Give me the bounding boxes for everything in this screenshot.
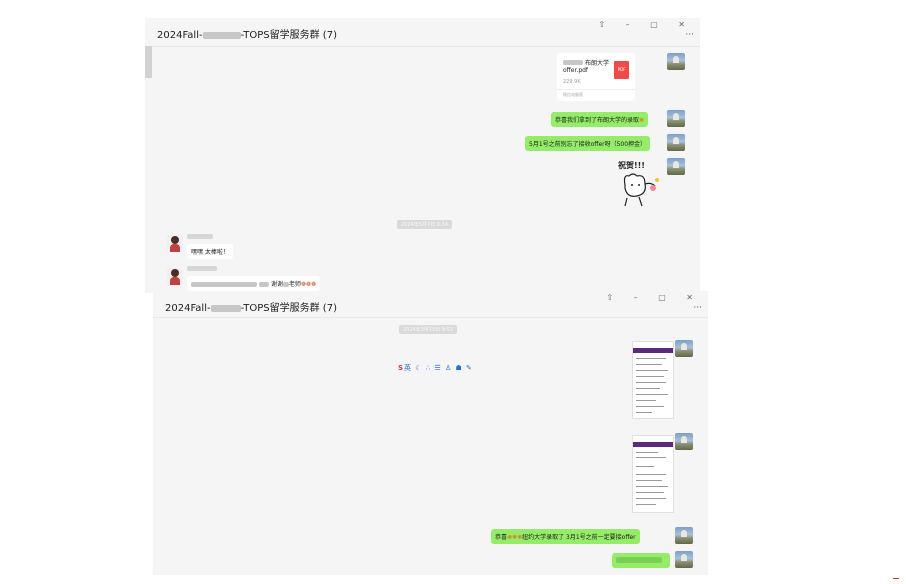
sender-name [187, 266, 217, 271]
message-bubble: 恭喜我们拿到了布朗大学的录取✺ [551, 112, 649, 127]
doc-header [633, 442, 673, 447]
message-bubble [612, 553, 670, 568]
avatar[interactable] [675, 551, 693, 568]
redacted-name [202, 31, 241, 39]
titlebar: 2024Fall--TOPS留学服务群 (7) ⇧ – ▢ ✕ ··· [153, 291, 708, 318]
avatar[interactable] [667, 134, 685, 151]
cat-sticker[interactable]: 祝贺!!! [615, 160, 665, 210]
sender-name [187, 234, 213, 239]
chat-title: 2024Fall--TOPS留学服务群 (7) [165, 303, 337, 314]
redacted-name [210, 304, 241, 312]
cursor-mark [893, 578, 899, 579]
avatar[interactable] [675, 340, 693, 357]
avatar[interactable] [667, 158, 685, 175]
image-message[interactable] [632, 341, 674, 419]
avatar[interactable] [667, 53, 685, 70]
more-menu-icon[interactable]: ··· [693, 303, 702, 313]
titlebar: 2024Fall--TOPS留学服务群 (7) ⇧ – ▢ ✕ ··· [145, 18, 700, 47]
message-bubble: 谢谢老师❁❁❁ [187, 276, 321, 291]
avatar[interactable] [167, 235, 183, 252]
file-source: 微信电脑版 [563, 92, 583, 97]
file-size: 229.9K [563, 79, 581, 85]
cat-icon [623, 173, 659, 207]
doc-header [633, 348, 673, 353]
pdf-icon: PDF [614, 61, 629, 79]
redacted-text [191, 282, 257, 287]
window-controls[interactable]: ⇧ – ▢ ✕ [606, 293, 702, 302]
chat-title: 2024Fall--TOPS留学服务群 (7) [157, 30, 337, 41]
timestamp: 2024年3月15日 9:52 [399, 325, 458, 334]
more-menu-icon[interactable]: ··· [685, 30, 694, 40]
redacted-text [259, 282, 269, 287]
redacted-text [616, 556, 662, 563]
sogou-icon[interactable]: S [398, 364, 405, 372]
timestamp: 2024年5月7日 9:34 [397, 220, 452, 229]
redacted-text [283, 282, 290, 287]
window-controls[interactable]: ⇧ – ▢ ✕ [598, 20, 694, 29]
avatar[interactable] [167, 268, 183, 285]
image-message[interactable] [632, 435, 674, 513]
avatar[interactable] [667, 110, 685, 127]
message-bubble: 恭喜✺✺✺纽约大学录取了 3月1号之前一定要接offer [491, 529, 640, 544]
firecracker-emoji: ✺✺✺ [507, 534, 523, 541]
rose-emoji: ❁❁❁ [301, 281, 317, 288]
input-toolbar[interactable]: S英 ☾ ∴ ☰ ♙ ☗ ✎ [398, 364, 473, 372]
message-bubble: 5月1号之前别忘了接收offer呀（500押金） [525, 136, 651, 151]
redacted-filename [563, 60, 583, 65]
avatar[interactable] [675, 527, 693, 544]
file-card[interactable]: 布朗大学 offer.pdf 229.9K PDF 微信电脑版 [557, 53, 635, 101]
chat-window-brown: 2024Fall--TOPS留学服务群 (7) ⇧ – ▢ ✕ ··· 布朗大学… [145, 18, 700, 293]
message-bubble: 嘿嘿 太棒啦！ [187, 244, 233, 259]
firecracker-emoji: ✺ [639, 117, 645, 124]
avatar[interactable] [675, 433, 693, 450]
scrollbar[interactable] [145, 46, 152, 78]
chat-window-nyu: 2024Fall--TOPS留学服务群 (7) ⇧ – ▢ ✕ ··· 2024… [153, 291, 708, 575]
